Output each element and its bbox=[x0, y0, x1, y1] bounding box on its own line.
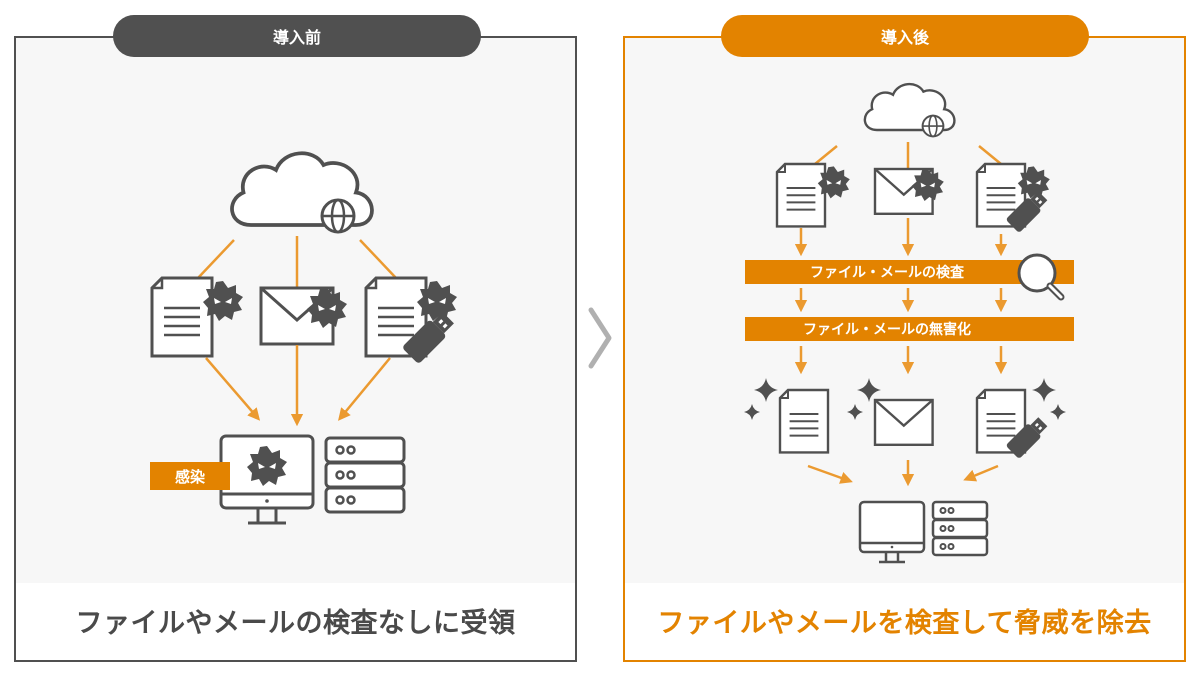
scan-band-label: ファイル・メールの検査 bbox=[810, 264, 965, 281]
sparkle-icon bbox=[1050, 404, 1066, 420]
flow-line bbox=[359, 239, 397, 279]
after-diagram-area: ファイル・メールの検査 ファイル・メールの無害化 bbox=[625, 38, 1184, 583]
document-malware-icon bbox=[150, 276, 243, 358]
infection-tag-label: 感染 bbox=[175, 468, 206, 486]
desktop-monitor-icon bbox=[858, 500, 926, 564]
flow-line bbox=[978, 145, 1002, 165]
document-clean-icon bbox=[778, 388, 830, 454]
after-caption: ファイルやメールを検査して脅威を除去 bbox=[657, 608, 1152, 639]
flow-arrow bbox=[338, 357, 391, 421]
usb-document-clean-icon bbox=[975, 388, 1050, 460]
before-diagram-area: 感染 bbox=[16, 38, 575, 583]
server-rack-icon bbox=[931, 500, 989, 557]
cloud-globe-icon bbox=[230, 151, 374, 234]
document-malware-icon bbox=[775, 162, 850, 228]
before-caption: ファイルやメールの検査なしに受領 bbox=[75, 608, 516, 639]
usb-document-malware-icon bbox=[975, 162, 1050, 234]
sanitize-band: ファイル・メールの無害化 bbox=[745, 317, 1074, 341]
after-diagram: ファイル・メールの検査 ファイル・メールの無害化 bbox=[744, 82, 1074, 564]
sparkle-icon bbox=[857, 378, 881, 402]
email-malware-icon bbox=[873, 167, 944, 216]
flow-line bbox=[814, 145, 838, 165]
after-label-pill: 導入後 bbox=[721, 15, 1089, 57]
sparkle-icon bbox=[847, 404, 863, 420]
sanitize-band-label: ファイル・メールの無害化 bbox=[803, 321, 971, 338]
flow-line bbox=[197, 239, 235, 279]
sparkle-icon bbox=[754, 378, 778, 402]
before-diagram: 感染 bbox=[150, 151, 457, 525]
desktop-monitor-icon bbox=[219, 434, 315, 525]
after-panel: ファイル・メールの検査 ファイル・メールの無害化 bbox=[623, 15, 1186, 662]
before-panel: 感染 導入前 ファイルやメールの検査なしに受領 bbox=[14, 15, 577, 662]
server-rack-icon bbox=[324, 436, 406, 514]
usb-document-malware-icon bbox=[364, 276, 457, 365]
chevron-right-icon bbox=[588, 307, 612, 369]
sparkle-icon bbox=[1032, 378, 1056, 402]
flow-arrow bbox=[963, 464, 999, 482]
infection-tag: 感染 bbox=[150, 462, 230, 490]
cloud-globe-icon bbox=[863, 82, 956, 138]
magnifier-icon bbox=[1017, 253, 1065, 301]
sparkle-icon bbox=[744, 404, 760, 420]
before-label-pill: 導入前 bbox=[113, 15, 481, 57]
email-clean-icon bbox=[873, 398, 934, 446]
email-malware-icon bbox=[259, 286, 347, 346]
flow-arrow bbox=[807, 464, 853, 484]
flow-arrow bbox=[205, 357, 261, 421]
